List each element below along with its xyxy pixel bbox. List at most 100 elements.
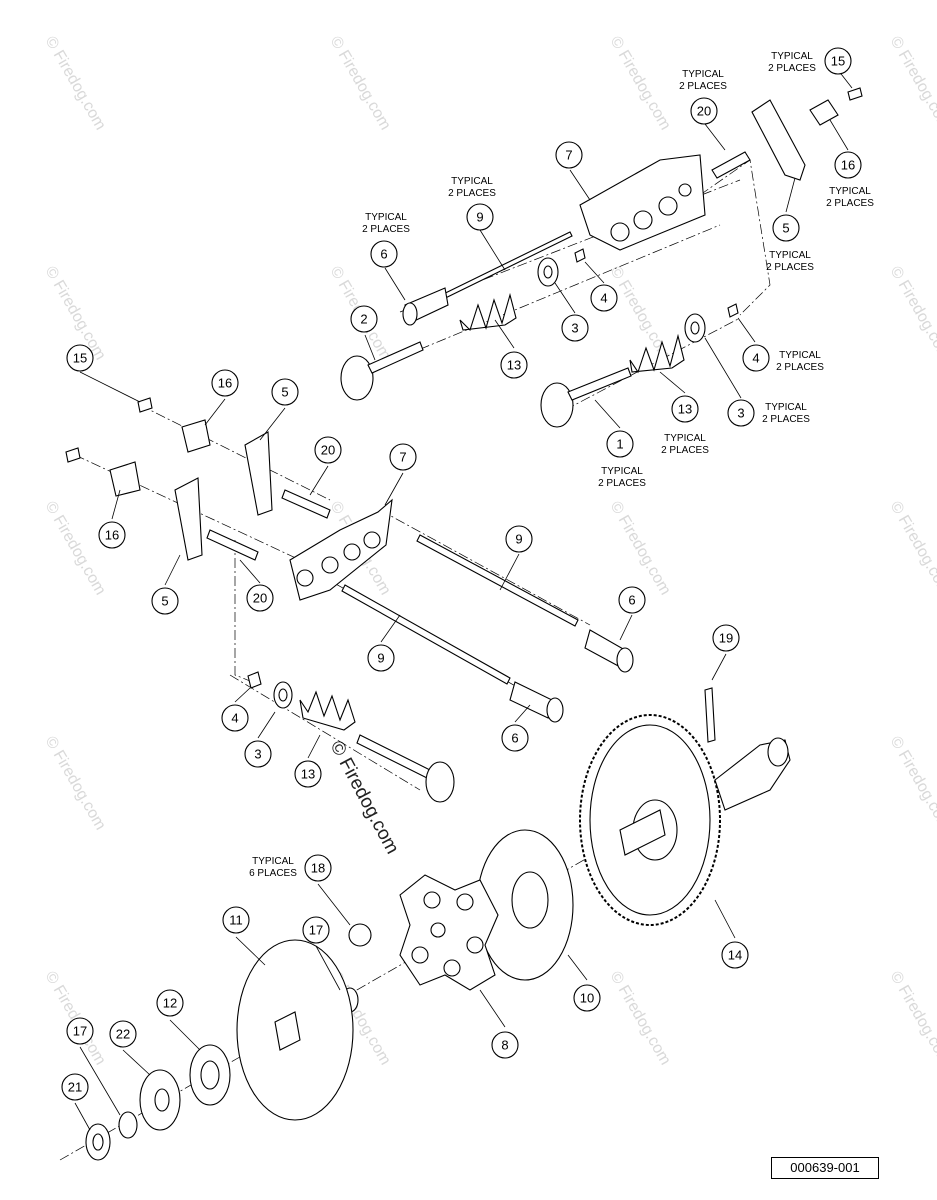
watermark-text: © Firedog.com	[887, 34, 937, 134]
svg-text:10: 10	[580, 991, 594, 1006]
typical-note: TYPICAL	[765, 402, 807, 413]
watermark-text: © Firedog.com	[887, 734, 937, 834]
callout-1: 1	[606, 430, 634, 458]
callout-4: 4	[221, 704, 249, 732]
callout-6: 6	[370, 240, 398, 268]
watermark-text: © Firedog.com	[42, 969, 109, 1069]
callout-17: 17	[302, 916, 330, 944]
camshaft-assembly	[59, 687, 791, 1161]
typical-note: 2 PLACES	[661, 445, 709, 456]
callout-12: 12	[156, 989, 184, 1017]
svg-text:16: 16	[105, 528, 119, 543]
callout-17: 17	[66, 1017, 94, 1045]
typical-note: 2 PLACES	[679, 81, 727, 92]
svg-text:15: 15	[73, 351, 87, 366]
svg-text:20: 20	[321, 443, 335, 458]
watermark-text: © Firedog.com	[42, 34, 109, 134]
typical-note: TYPICAL	[365, 212, 407, 223]
svg-text:20: 20	[697, 104, 711, 119]
typical-note: 2 PLACES	[362, 224, 410, 235]
svg-text:3: 3	[571, 321, 578, 336]
svg-text:3: 3	[254, 747, 261, 762]
callout-16: 16	[98, 521, 126, 549]
svg-text:18: 18	[311, 861, 325, 876]
typical-note: TYPICAL	[771, 51, 813, 62]
watermark-text: © Firedog.com	[887, 264, 937, 364]
callout-3: 3	[561, 314, 589, 342]
callout-11: 11	[222, 906, 250, 934]
callout-22: 22	[109, 1020, 137, 1048]
svg-text:6: 6	[511, 731, 518, 746]
svg-text:5: 5	[782, 221, 789, 236]
callout-15: 15	[66, 344, 94, 372]
svg-text:4: 4	[752, 351, 759, 366]
typical-note: TYPICAL	[601, 466, 643, 477]
callout-20: 20	[690, 97, 718, 125]
svg-text:7: 7	[399, 450, 406, 465]
typical-note: 2 PLACES	[448, 188, 496, 199]
callout-13: 13	[500, 351, 528, 379]
typical-note: 6 PLACES	[249, 868, 297, 879]
svg-text:9: 9	[476, 210, 483, 225]
callout-5: 5	[271, 378, 299, 406]
svg-text:12: 12	[163, 996, 177, 1011]
rocker-bracket	[579, 154, 706, 251]
callout-13: 13	[294, 760, 322, 788]
drawing-number-box: 000639-001	[771, 1157, 879, 1179]
callouts: 15 20 16 7 9 6 5 2 4 3 13 4 13 3 1 15 16…	[61, 47, 862, 1101]
watermark-text: © Firedog.com	[887, 499, 937, 599]
callout-9: 9	[505, 525, 533, 553]
svg-text:22: 22	[116, 1027, 130, 1042]
typical-note: TYPICAL	[664, 433, 706, 444]
typical-note: 2 PLACES	[766, 262, 814, 273]
callout-19: 19	[712, 624, 740, 652]
typical-note: TYPICAL	[682, 69, 724, 80]
svg-text:4: 4	[600, 291, 607, 306]
svg-text:11: 11	[229, 913, 243, 928]
callout-7: 7	[555, 141, 583, 169]
svg-text:3: 3	[737, 406, 744, 421]
callout-5: 5	[151, 587, 179, 615]
typical-note: 2 PLACES	[598, 478, 646, 489]
svg-text:17: 17	[309, 923, 323, 938]
typical-note: TYPICAL	[829, 186, 871, 197]
upper-assembly	[340, 87, 863, 428]
callout-6: 6	[501, 724, 529, 752]
watermark-text: © Firedog.com	[607, 969, 674, 1069]
svg-text:9: 9	[515, 532, 522, 547]
callout-9: 9	[466, 203, 494, 231]
typical-note: 2 PLACES	[826, 198, 874, 209]
callout-2: 2	[350, 305, 378, 333]
svg-text:5: 5	[161, 594, 168, 609]
callout-20: 20	[246, 584, 274, 612]
callout-16: 16	[834, 151, 862, 179]
typical-note: 2 PLACES	[762, 414, 810, 425]
callout-13: 13	[671, 395, 699, 423]
watermark-text: © Firedog.com	[607, 499, 674, 599]
watermark-text: © Firedog.com	[887, 969, 937, 1069]
callout-7: 7	[389, 443, 417, 471]
callout-5: 5	[772, 214, 800, 242]
typical-note: TYPICAL	[769, 250, 811, 261]
callout-4: 4	[590, 284, 618, 312]
typical-note: 2 PLACES	[768, 63, 816, 74]
svg-text:13: 13	[507, 358, 521, 373]
svg-text:2: 2	[360, 312, 367, 327]
callout-14: 14	[721, 941, 749, 969]
callout-21: 21	[61, 1073, 89, 1101]
callout-8: 8	[491, 1031, 519, 1059]
callout-6: 6	[618, 586, 646, 614]
typical-note: TYPICAL	[252, 856, 294, 867]
watermark-text: © Firedog.com	[42, 499, 109, 599]
svg-text:19: 19	[719, 631, 733, 646]
callout-16: 16	[211, 369, 239, 397]
callout-9: 9	[367, 644, 395, 672]
callout-18: 18	[304, 854, 332, 882]
svg-text:21: 21	[68, 1080, 82, 1095]
svg-text:16: 16	[841, 158, 855, 173]
watermark-text: © Firedog.com	[42, 734, 109, 834]
svg-text:15: 15	[831, 54, 845, 69]
typical-note: 2 PLACES	[776, 362, 824, 373]
notes: TYPICAL 2 PLACES TYPICAL 2 PLACES TYPICA…	[249, 51, 874, 879]
middle-assembly	[65, 397, 634, 803]
